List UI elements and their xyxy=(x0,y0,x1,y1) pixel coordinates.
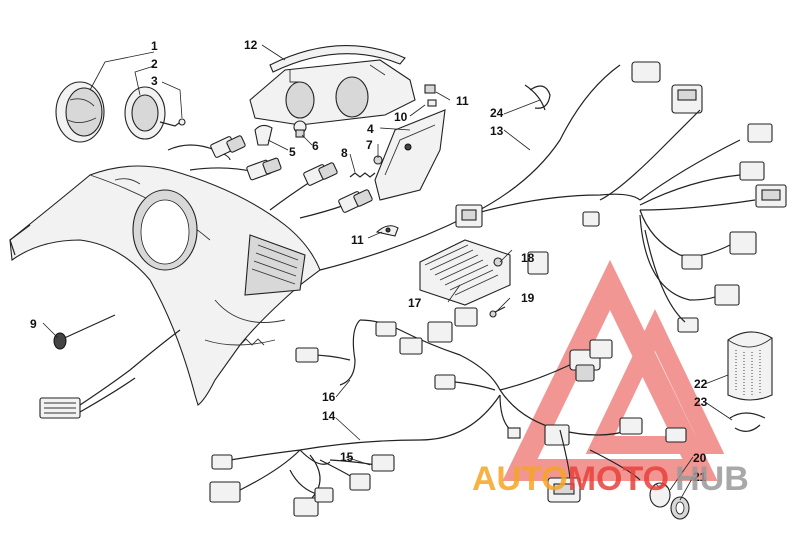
headlight-assembly xyxy=(55,81,186,143)
part-label-18: 18 xyxy=(521,251,535,265)
main-harness-upper xyxy=(319,61,787,333)
part-label-15: 15 xyxy=(340,450,354,464)
spring-screw xyxy=(349,155,383,178)
part-label-1: 1 xyxy=(151,39,158,53)
part-label-5: 5 xyxy=(289,145,296,159)
ring-clip xyxy=(529,85,551,109)
part-label-16: 16 xyxy=(322,390,336,404)
part-label-20: 20 xyxy=(693,451,707,465)
part-label-14: 14 xyxy=(322,409,336,423)
left-connector xyxy=(39,329,181,419)
part-label-2: 2 xyxy=(151,57,158,71)
watermark-moto: MOTO xyxy=(568,460,669,498)
tail-light-lens xyxy=(374,109,446,201)
part-label-19: 19 xyxy=(521,291,535,305)
watermark-auto: AUTO xyxy=(472,460,568,498)
bolt xyxy=(53,314,116,350)
lower-harness xyxy=(209,307,687,517)
headlight-connectors xyxy=(167,135,373,219)
part-label-17: 17 xyxy=(408,296,422,310)
part-label-10: 10 xyxy=(394,110,408,124)
watermark-hub: HUB xyxy=(675,460,749,498)
part-label-11-lower: 11 xyxy=(351,233,364,247)
clips xyxy=(375,84,437,237)
part-label-3: 3 xyxy=(151,74,158,88)
lamp-housing xyxy=(249,59,416,126)
part-label-8: 8 xyxy=(341,146,348,160)
watermark-logo xyxy=(502,259,725,481)
part-labels: 1 2 3 4 5 6 7 8 9 10 11 11 12 13 14 15 1… xyxy=(30,38,708,484)
front-fairing xyxy=(9,165,321,406)
grommets xyxy=(649,482,690,520)
part-label-22: 22 xyxy=(694,377,708,391)
leader-lines xyxy=(42,44,733,501)
sleeve-clamp xyxy=(727,331,773,432)
part-label-23: 23 xyxy=(694,395,708,409)
part-label-21: 21 xyxy=(693,470,707,484)
part-label-6: 6 xyxy=(312,139,319,153)
part-label-24: 24 xyxy=(490,106,504,120)
part-label-4: 4 xyxy=(367,122,374,136)
part-label-9: 9 xyxy=(30,317,37,331)
top-cover-strip xyxy=(269,45,406,73)
part-label-13: 13 xyxy=(490,124,504,138)
part-label-7: 7 xyxy=(366,138,373,152)
bulb-socket xyxy=(254,120,307,146)
part-label-12: 12 xyxy=(244,38,258,52)
part-label-11-upper: 11 xyxy=(456,94,469,108)
voltage-regulator xyxy=(419,239,549,318)
